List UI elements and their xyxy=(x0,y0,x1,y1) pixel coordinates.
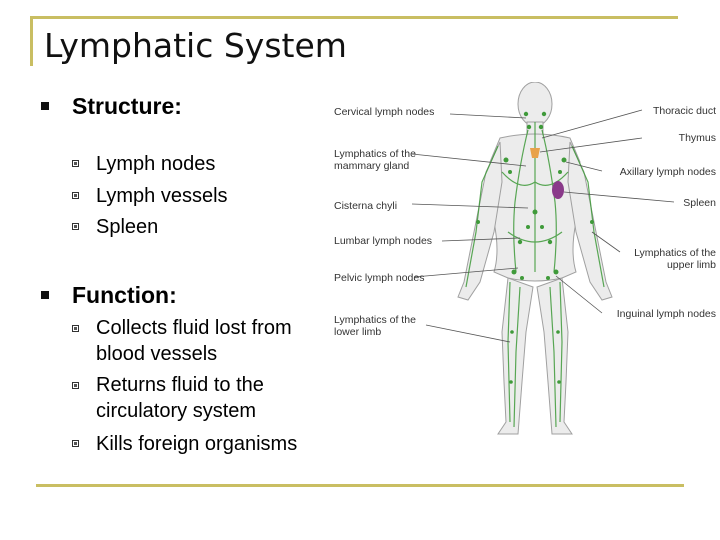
label-lumbar-lymph-nodes: Lumbar lymph nodes xyxy=(334,235,432,247)
label-cervical-lymph-nodes: Cervical lymph nodes xyxy=(334,106,434,118)
structure-item-lymph-vessels: Lymph vessels xyxy=(96,185,228,207)
function-sub-bullet xyxy=(72,325,79,332)
frame-left-line xyxy=(30,16,33,66)
function-item-kills-organisms: Kills foreign organisms xyxy=(96,433,298,455)
label-mammary-2: mammary gland xyxy=(334,160,409,172)
lymph-nodes xyxy=(476,111,594,384)
structure-bullet xyxy=(41,102,49,110)
structure-heading: Structure: xyxy=(72,93,182,119)
label-lower-limb-2: lower limb xyxy=(334,326,381,338)
label-lower-limb-1: Lymphatics of the xyxy=(334,314,416,326)
function-sub-bullet xyxy=(72,440,79,447)
lymph-vessels xyxy=(465,122,605,428)
function-heading: Function: xyxy=(72,282,177,308)
lymphatic-system-diagram: Cervical lymph nodes Lymphatics of the m… xyxy=(334,82,716,435)
function-sub-bullet xyxy=(72,382,79,389)
function-bullet xyxy=(41,291,49,299)
structure-sub-bullet xyxy=(72,192,79,199)
label-cisterna-chyli: Cisterna chyli xyxy=(334,200,397,212)
function-item-collects-fluid: Collects fluid lost from blood vessels xyxy=(96,317,292,365)
frame-top-line xyxy=(30,16,678,19)
label-spleen: Spleen xyxy=(683,197,716,209)
label-upper-limb-2: upper limb xyxy=(667,259,716,271)
thymus-shape xyxy=(530,148,540,158)
function-item-returns-fluid: Returns fluid to the circulatory system xyxy=(96,374,264,422)
frame-bottom-line xyxy=(36,484,684,487)
label-axillary-lymph-nodes: Axillary lymph nodes xyxy=(620,166,716,178)
spleen-shape xyxy=(552,181,564,199)
label-inguinal-lymph-nodes: Inguinal lymph nodes xyxy=(617,308,716,320)
structure-sub-bullet xyxy=(72,160,79,167)
structure-item-spleen: Spleen xyxy=(96,216,159,238)
structure-item-lymph-nodes: Lymph nodes xyxy=(96,153,216,175)
label-mammary-1: Lymphatics of the xyxy=(334,148,416,160)
label-upper-limb-1: Lymphatics of the xyxy=(634,247,716,259)
structure-sub-bullet xyxy=(72,223,79,230)
label-thoracic-duct: Thoracic duct xyxy=(653,105,716,117)
label-pelvic-lymph-nodes: Pelvic lymph nodes xyxy=(334,272,424,284)
slide-title: Lymphatic System xyxy=(44,26,347,65)
leader-lines xyxy=(411,109,675,343)
label-thymus: Thymus xyxy=(679,132,716,144)
